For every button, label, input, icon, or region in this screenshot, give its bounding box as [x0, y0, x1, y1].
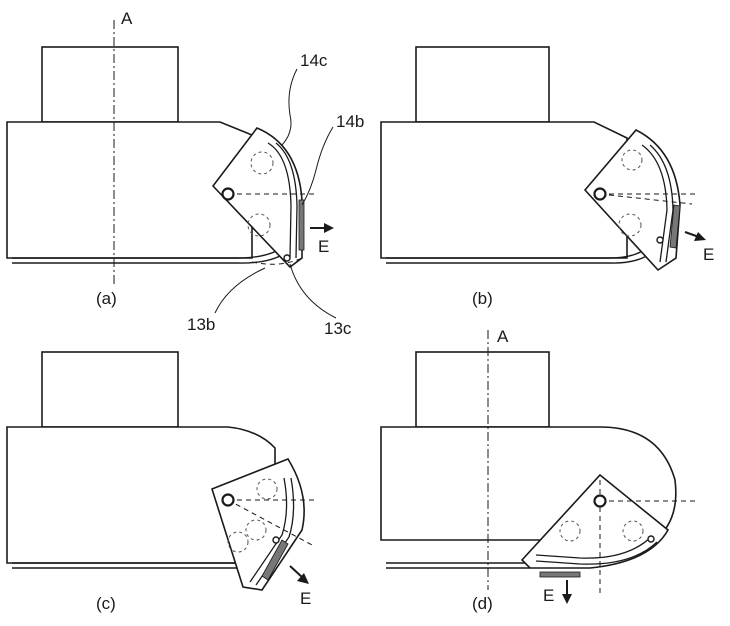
upper-block: [41, 46, 179, 123]
panel-caption-d: (d): [472, 594, 493, 613]
slide-pin: [272, 536, 280, 544]
guide-slot-inner: [255, 477, 295, 586]
callout-14c: 14c: [300, 51, 328, 70]
upper-block: [41, 351, 179, 428]
swing-plate: [520, 473, 670, 569]
contact-pad: [298, 199, 305, 251]
force-label-e: E: [703, 245, 714, 264]
axis-a-label: A: [497, 327, 509, 346]
pivot-joint: [593, 494, 607, 508]
panel-a: A E 14c 14b 13b 13c (a): [6, 9, 364, 338]
leader-13c: [289, 263, 337, 319]
guide-slot-outer: [249, 477, 288, 583]
rotated-line-dash: [599, 193, 693, 205]
callout-13c: 13c: [324, 319, 352, 338]
force-label-e: E: [318, 237, 329, 256]
callout-13b: 13b: [187, 315, 215, 334]
hidden-hole: [618, 213, 642, 237]
panel-caption-a: (a): [96, 289, 117, 308]
guide-slot-inner: [649, 144, 674, 263]
hidden-hole: [245, 519, 267, 541]
force-label-e: E: [543, 586, 554, 605]
pivot-joint: [593, 187, 607, 201]
leader-14b: [301, 126, 334, 206]
guide-slot-inner: [535, 541, 658, 565]
contact-pad: [261, 539, 289, 581]
contact-pad: [669, 204, 681, 249]
hidden-hole: [247, 213, 271, 237]
panel-caption-c: (c): [96, 594, 116, 613]
panel-c: E (c): [6, 351, 318, 613]
leader-14c: [281, 68, 298, 146]
guide-slot-inner: [275, 142, 298, 259]
force-arrow: [289, 565, 304, 579]
slide-pin: [283, 254, 291, 262]
guide-slot-outer: [535, 535, 653, 559]
slide-pin: [647, 535, 655, 543]
force-arrowhead: [694, 232, 706, 241]
leader-13b: [214, 267, 266, 314]
callout-14b: 14b: [336, 112, 364, 131]
panel-b: E (b): [380, 46, 714, 308]
upper-block: [415, 351, 550, 428]
upper-block: [415, 46, 550, 123]
force-label-e: E: [300, 589, 311, 608]
hidden-hole: [227, 531, 249, 553]
contact-pad: [539, 571, 581, 578]
hidden-hole: [559, 520, 581, 542]
axis-a-label: A: [121, 9, 133, 28]
panel-caption-b: (b): [472, 289, 493, 308]
force-arrowhead: [562, 594, 572, 604]
force-arrowhead: [297, 573, 309, 584]
hidden-hole: [256, 478, 278, 500]
slide-pin: [656, 236, 664, 244]
pivot-joint: [221, 187, 235, 201]
hidden-hole: [622, 520, 644, 542]
pivot-joint: [221, 493, 235, 507]
panel-d: A E (d): [380, 327, 695, 613]
guide-slot-outer: [641, 144, 668, 263]
guide-slot-outer: [267, 142, 292, 259]
rotated-line-dash: [227, 499, 313, 546]
force-arrowhead: [324, 223, 334, 233]
hidden-arc: [251, 257, 303, 265]
hidden-hole: [250, 151, 274, 175]
hidden-hole: [621, 149, 643, 171]
base-block: [6, 121, 253, 259]
